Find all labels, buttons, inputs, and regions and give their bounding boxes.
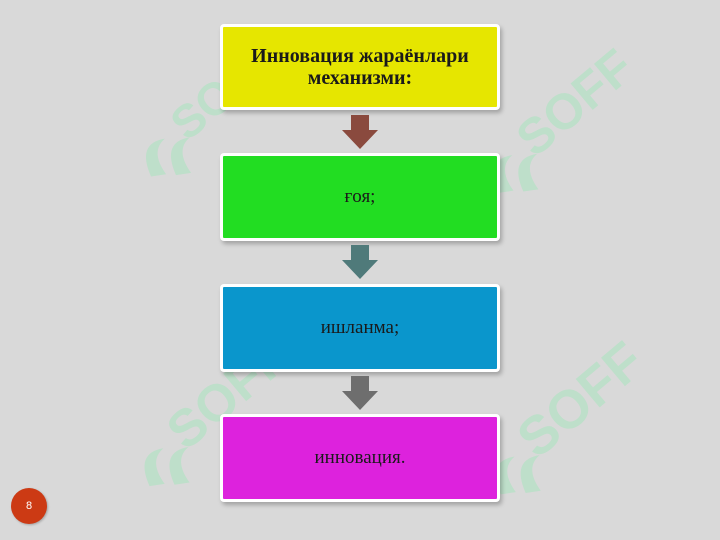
- step-box-1: Инновация жараёнлари механизми:: [220, 24, 500, 110]
- page-number: 8: [25, 500, 33, 512]
- down-arrow-shape-2: [342, 245, 378, 279]
- step-box-2: ғоя;: [220, 153, 500, 241]
- down-arrow-shape-1: [342, 115, 378, 149]
- step-label-1: Инновация жараёнлари механизми:: [251, 45, 469, 89]
- down-arrow-icon-1: [342, 115, 378, 149]
- down-arrow-icon-2: [342, 245, 378, 279]
- step-label-2: ғоя;: [344, 186, 376, 207]
- page-number-badge: 8: [11, 488, 47, 524]
- step-box-4: инновация.: [220, 414, 500, 502]
- svg-text:SOFF: SOFF: [506, 40, 644, 167]
- down-arrow-shape-3: [342, 376, 378, 410]
- step-label-3: ишланма;: [320, 317, 400, 338]
- step-label-4: инновация.: [314, 447, 406, 468]
- down-arrow-icon-3: [342, 376, 378, 410]
- step-box-3: ишланма;: [220, 284, 500, 372]
- svg-text:SOFF: SOFF: [506, 331, 655, 470]
